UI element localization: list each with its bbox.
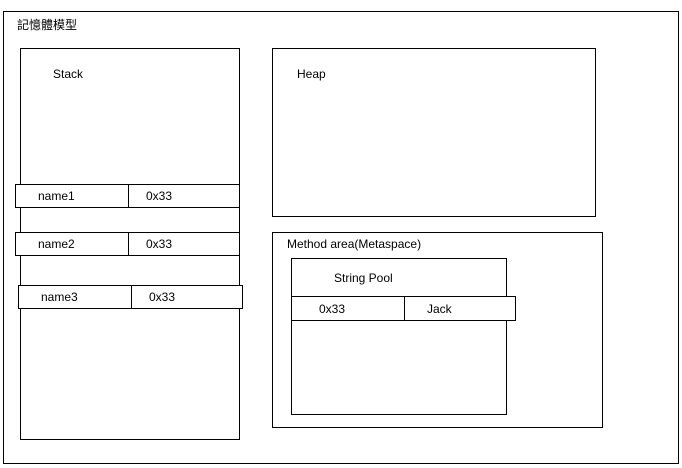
stack-variable-value-1-text: 0x33 bbox=[146, 189, 173, 203]
diagram-title: 記憶體模型 bbox=[17, 18, 78, 32]
heap-label: Heap bbox=[297, 67, 326, 81]
stack-variable-name-2: name2 bbox=[15, 232, 129, 256]
stack-variable-value-3-text: 0x33 bbox=[149, 290, 176, 304]
stack-variable-value-1: 0x33 bbox=[128, 184, 240, 208]
stack-variable-name-2-text: name2 bbox=[38, 237, 75, 251]
stack-label: Stack bbox=[53, 67, 84, 81]
stack-variable-name-1-text: name1 bbox=[38, 189, 75, 203]
stack-variable-name-3: name3 bbox=[18, 285, 132, 309]
string-pool-entry-value-text: Jack bbox=[427, 301, 452, 316]
string-pool-entry-address: 0x33 bbox=[291, 296, 405, 321]
string-pool-label: String Pool bbox=[334, 271, 393, 285]
string-pool-entry-value: Jack bbox=[404, 296, 516, 321]
method-area-label: Method area(Metaspace) bbox=[287, 237, 422, 251]
string-pool-entry-address-text: 0x33 bbox=[319, 301, 346, 316]
stack-variable-name-1: name1 bbox=[15, 184, 129, 208]
stack-variable-value-3: 0x33 bbox=[131, 285, 243, 309]
stack-variable-value-2: 0x33 bbox=[128, 232, 240, 256]
string-pool-region bbox=[291, 258, 507, 415]
heap-region bbox=[272, 48, 596, 217]
stack-variable-name-3-text: name3 bbox=[41, 290, 78, 304]
stack-variable-value-2-text: 0x33 bbox=[146, 237, 173, 251]
